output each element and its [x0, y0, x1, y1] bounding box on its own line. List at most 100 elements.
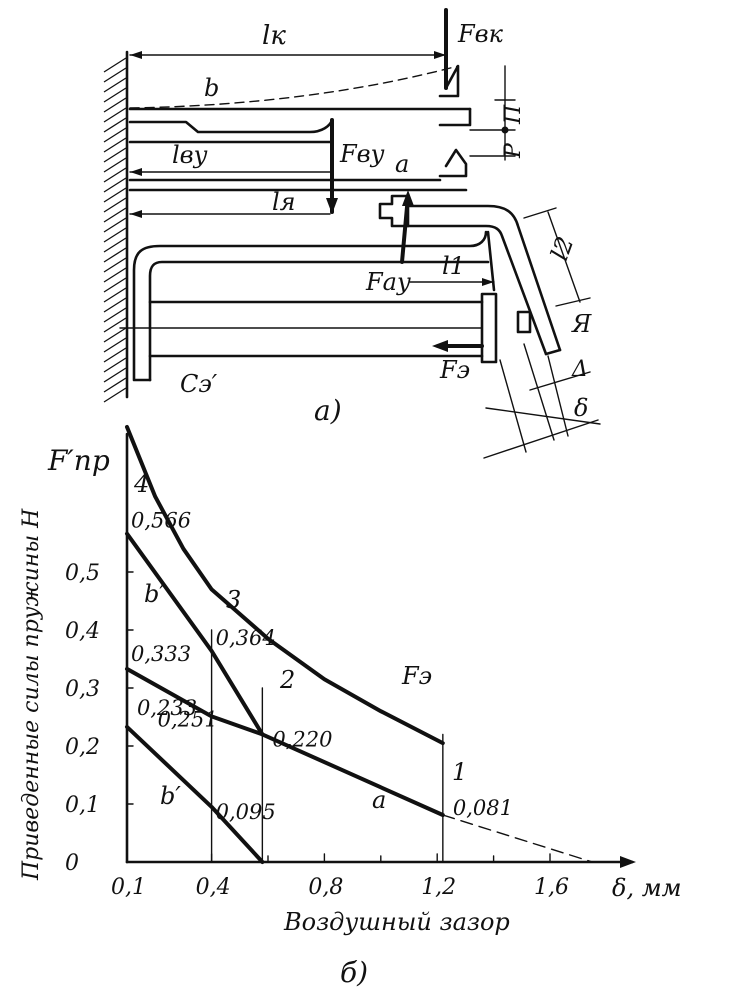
x-tick-label: 1,6	[534, 875, 569, 900]
dim-pr-dot	[501, 126, 509, 134]
series-line-4	[125, 724, 265, 864]
hatch-line	[103, 337, 127, 353]
hatch-line	[103, 57, 127, 73]
y-tick-label: 0,4	[65, 619, 100, 644]
dim-l2-t1	[523, 207, 557, 219]
dim-delta-low	[483, 419, 599, 459]
label-lk: lк	[262, 21, 286, 51]
y-tick-label: 0,2	[65, 735, 100, 760]
label-fe-top: Fэ	[439, 356, 470, 384]
hatch-line	[103, 177, 127, 193]
hatch-line	[103, 217, 127, 233]
hatch-line	[103, 147, 127, 163]
hatch-line	[103, 317, 127, 333]
y-tick-label: 0	[65, 851, 79, 876]
curve-label-3: 3	[226, 586, 241, 614]
hatch-line	[103, 107, 127, 123]
y-ticks: 0 0,1 0,2 0,3 0,4 0,5	[65, 561, 134, 876]
arrow-l1	[482, 278, 494, 286]
label-lya: lя	[272, 188, 296, 216]
contact-lower	[438, 148, 468, 178]
caption-a: а)	[314, 394, 342, 427]
x-axis-arrow	[620, 856, 636, 868]
armature-arm	[406, 204, 562, 352]
hatch-line	[103, 347, 127, 363]
hatch-line	[103, 257, 127, 273]
core-tip	[486, 230, 496, 292]
curve-label-b-upper: b′	[144, 580, 165, 608]
label-delta-big: Δ	[571, 357, 588, 382]
y-axis-label: Приведенные силы пружины Н	[19, 508, 44, 881]
hatch-line	[103, 197, 127, 213]
contact-upper	[438, 64, 460, 98]
x-tick-label: 0,8	[308, 875, 343, 900]
series-line-3	[442, 814, 593, 863]
point-label: 0,566	[131, 509, 191, 533]
hatch-line	[103, 127, 127, 143]
label-a-top: а	[395, 150, 409, 178]
hatch-line	[103, 367, 127, 383]
armature-arm-inner	[406, 224, 548, 356]
hatch-line	[103, 77, 127, 93]
curve-label-fe: Fэ	[401, 662, 432, 690]
hatch-line	[103, 117, 127, 133]
arrow-fay	[402, 190, 414, 206]
hatch-line	[103, 167, 127, 183]
stop-pin	[516, 310, 532, 334]
series-line-1	[125, 531, 265, 737]
hatch-line	[103, 297, 127, 313]
force-fay	[400, 194, 410, 264]
x-axis-label: Воздушный зазор	[283, 908, 510, 936]
dim-l2-t2	[555, 297, 591, 307]
curve-label-4: 4	[133, 470, 149, 498]
hatch-line	[103, 387, 127, 403]
wall-hatching	[103, 57, 127, 403]
point-label: 0,364	[216, 626, 276, 650]
x-axis-unit: δ, мм	[612, 874, 682, 902]
y-tick-label: 0,3	[65, 677, 100, 702]
label-l1: l1	[442, 252, 465, 280]
force-chart: 0 0,1 0,2 0,3 0,4 0,5 0,1 0,4 0,8 1,2 1,6 0,566 0,…	[19, 425, 682, 989]
series-lines	[125, 425, 593, 864]
arrow-lya	[130, 210, 142, 218]
label-p: П	[501, 104, 526, 125]
point-label: 0,081	[453, 796, 513, 820]
label-ce: Cэ′	[180, 370, 218, 398]
point-label: 0,233	[137, 696, 197, 720]
x-tick-label: 1,2	[421, 875, 456, 900]
arrow-lk-right	[434, 51, 446, 59]
curve-label-2: 2	[279, 666, 295, 694]
y-tick-label: 0,5	[65, 561, 100, 586]
core-inner	[148, 260, 490, 382]
armature-end	[544, 348, 562, 356]
point-label: 0,333	[131, 642, 191, 666]
hatch-line	[103, 67, 127, 83]
hatch-line	[103, 287, 127, 303]
dim-delta-ext1	[499, 359, 527, 453]
series-line-2	[125, 666, 445, 817]
spring-b-end	[438, 107, 472, 127]
hatch-line	[103, 267, 127, 283]
hatch-line	[103, 157, 127, 173]
series-line-0	[125, 425, 445, 746]
label-r: Р	[501, 142, 526, 159]
x-tick-label: 0,1	[111, 875, 146, 900]
relay-diagram: lк Fвк b Fву lву П Р а	[103, 8, 601, 459]
hatch-line	[103, 87, 127, 103]
label-fvu: Fву	[339, 140, 385, 168]
y-tick-label: 0,1	[65, 793, 100, 818]
arrow-lk-left	[130, 51, 142, 59]
point-label: 0,220	[272, 727, 332, 751]
label-l2: l2	[545, 233, 579, 264]
deflected-spring	[129, 65, 459, 109]
hatch-line	[103, 357, 127, 373]
hatch-line	[103, 187, 127, 203]
label-fvk: Fвк	[457, 20, 504, 48]
hatch-line	[103, 137, 127, 153]
arrow-fe-top	[432, 340, 448, 352]
spring-vu	[128, 118, 334, 134]
dim-delta-main	[485, 407, 601, 425]
label-fay: Fау	[365, 268, 411, 296]
point-label: 0,095	[216, 800, 276, 824]
